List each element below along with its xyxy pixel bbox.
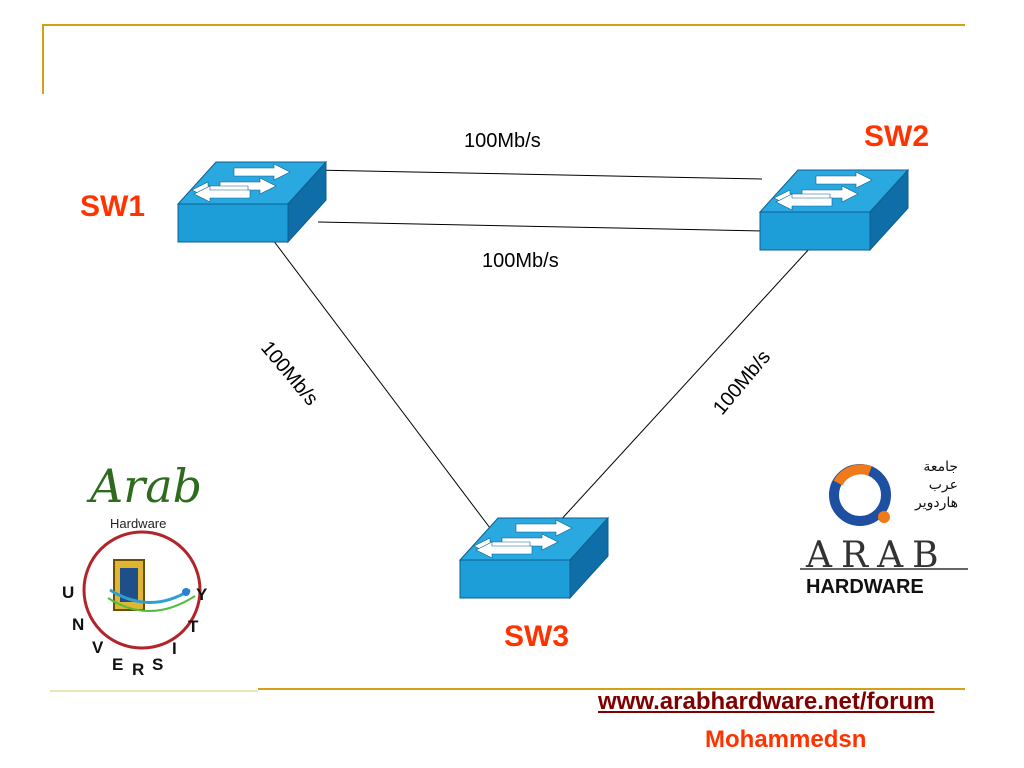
svg-text:عرب: عرب xyxy=(929,477,958,493)
link-label-sw1-sw3: 100Mb/s xyxy=(256,337,322,410)
logo-subtitle: Hardware xyxy=(110,516,166,531)
logo-script-word: Arab xyxy=(86,459,202,513)
arab-hardware-logo: جامعة عرب هاردوير ARAB HARDWARE xyxy=(800,459,968,598)
svg-text:I: I xyxy=(172,639,177,658)
svg-text:N: N xyxy=(72,615,84,634)
logo-arc-letters: U N V E R S I T Y xyxy=(62,583,208,679)
svg-text:R: R xyxy=(132,660,144,679)
svg-text:S: S xyxy=(152,655,163,674)
arab-hardware-university-logo: Arab Hardware U N V E R S I T Y xyxy=(62,459,208,679)
author-name: Mohammedsn xyxy=(705,726,867,753)
link-label-sw2-sw3: 100Mb/s xyxy=(709,346,775,419)
svg-text:هاردوير: هاردوير xyxy=(914,495,958,511)
link-sw1-sw2-top xyxy=(312,169,763,180)
logo-arabic-text: جامعة عرب هاردوير xyxy=(914,459,958,511)
svg-text:E: E xyxy=(112,655,123,674)
svg-text:V: V xyxy=(92,638,104,657)
logo-tagline: HARDWARE xyxy=(806,576,924,598)
svg-text:Y: Y xyxy=(196,585,208,604)
link-sw1-sw3 xyxy=(272,239,491,529)
svg-text:جامعة: جامعة xyxy=(923,459,958,475)
switch-sw3 xyxy=(459,517,609,599)
link-label-sw1-sw2-bottom: 100Mb/s xyxy=(482,250,559,272)
link-label-sw1-sw2-top: 100Mb/s xyxy=(464,130,541,152)
link-sw2-sw3 xyxy=(557,247,811,524)
forum-link[interactable]: www.arabhardware.net/forum xyxy=(598,688,935,715)
switch-label-sw1: SW1 xyxy=(80,190,146,223)
svg-text:U: U xyxy=(62,583,74,602)
network-switch-icon xyxy=(459,517,609,599)
switch-label-sw2: SW2 xyxy=(864,120,930,153)
network-switch-icon xyxy=(759,169,909,251)
network-switch-icon xyxy=(177,161,327,243)
logo-swoosh xyxy=(109,588,191,604)
switch-label-sw3: SW3 xyxy=(504,620,570,653)
logo-wordmark: ARAB xyxy=(805,535,948,576)
logo-ring xyxy=(82,530,202,650)
switch-sw2 xyxy=(759,169,909,251)
switch-sw1 xyxy=(177,161,327,243)
svg-text:T: T xyxy=(188,617,199,636)
link-sw1-sw2-bottom xyxy=(317,221,767,232)
